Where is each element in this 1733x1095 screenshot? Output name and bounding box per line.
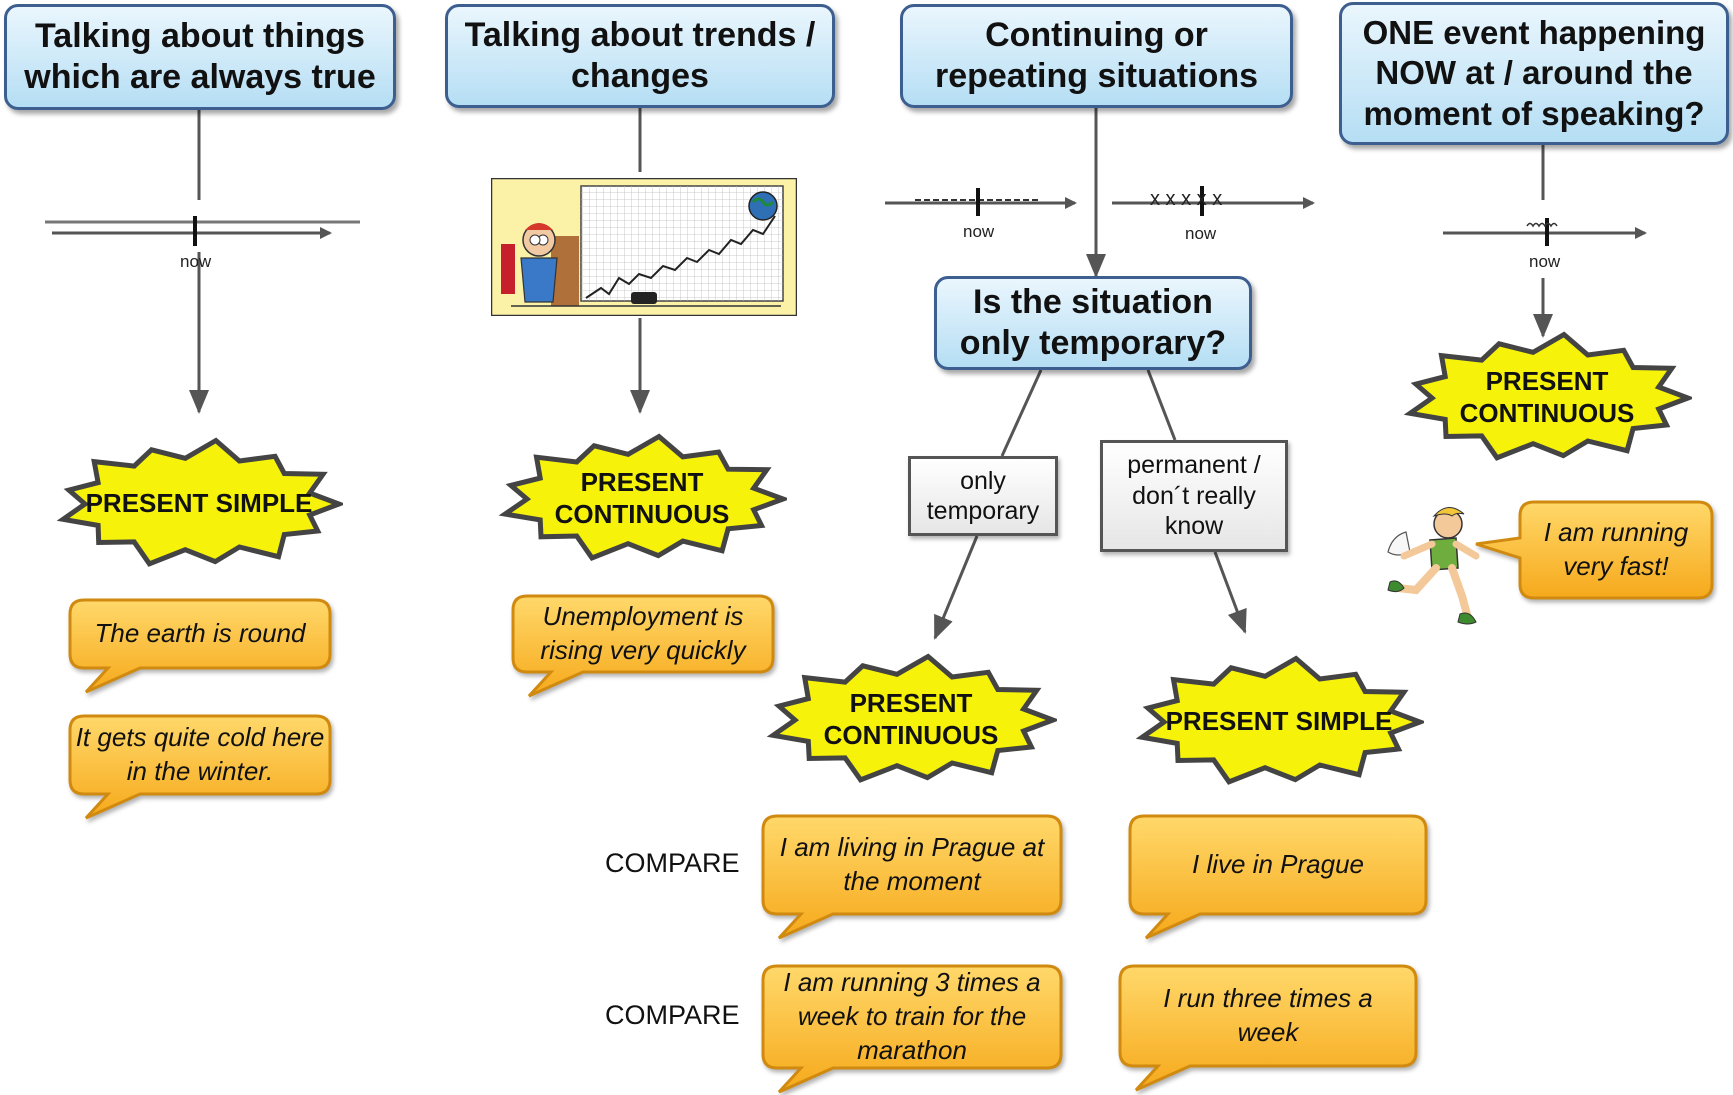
bubble-outline bbox=[68, 714, 332, 820]
header-always-true: Talking about things which are always tr… bbox=[4, 4, 396, 110]
runner-illustration bbox=[1387, 507, 1480, 625]
bubble-outline bbox=[761, 964, 1063, 1094]
bubble-outline bbox=[1475, 500, 1714, 600]
header-one-event: ONE event happening NOW at / around the … bbox=[1339, 2, 1729, 145]
bubble-shape bbox=[68, 598, 332, 694]
bubble-shape bbox=[1128, 814, 1428, 940]
example-text: It gets quite cold here in the winter. bbox=[75, 722, 325, 786]
example-bubble: The earth is round bbox=[68, 598, 332, 694]
burst-shape bbox=[1403, 331, 1692, 461]
bubble-outline bbox=[1118, 964, 1418, 1092]
connector-line bbox=[1000, 369, 1043, 457]
bubble-outline bbox=[761, 814, 1063, 940]
example-text: The earth is round bbox=[94, 618, 306, 649]
trend-chart-illustration bbox=[491, 178, 797, 316]
example-bubble: I am running very fast! bbox=[1475, 500, 1714, 600]
example-text: Unemployment is rising very quickly bbox=[540, 601, 746, 665]
bubble-shape bbox=[511, 594, 775, 698]
connector-line bbox=[1146, 369, 1177, 441]
compare-label: COMPARE bbox=[605, 848, 740, 878]
tense-burst: PRESENT CONTINUOUS bbox=[497, 432, 787, 566]
bubble-shape bbox=[1475, 500, 1714, 600]
example-text: I live in Prague bbox=[1192, 849, 1364, 880]
tense-label: PRESENT SIMPLE bbox=[1165, 706, 1393, 737]
timeline-repeat-marks: x x x x x bbox=[1150, 188, 1222, 210]
burst-shape bbox=[766, 653, 1057, 783]
example-bubble: I am running 3 times a week to train for… bbox=[761, 964, 1063, 1094]
timeline-now-label: now bbox=[1529, 252, 1561, 271]
connector-arrow bbox=[1213, 551, 1247, 634]
bubble-shape bbox=[761, 814, 1063, 940]
tense-burst: PRESENT CONTINUOUS bbox=[1402, 330, 1692, 466]
bubble-shape bbox=[1118, 964, 1418, 1092]
example-bubble: I live in Prague bbox=[1128, 814, 1428, 940]
bubble-shape bbox=[68, 714, 332, 820]
tense-label: PRESENT CONTINUOUS bbox=[554, 467, 730, 529]
burst-shape bbox=[498, 433, 787, 561]
bubble-shape bbox=[761, 964, 1063, 1094]
tense-label: PRESENT SIMPLE bbox=[85, 488, 313, 519]
compare-label: COMPARE bbox=[605, 1000, 740, 1030]
bubble-outline bbox=[68, 598, 332, 694]
timeline-now-label: now bbox=[963, 222, 995, 241]
example-bubble: I run three times a week bbox=[1118, 964, 1418, 1092]
option-only-temporary: only temporary bbox=[908, 456, 1058, 536]
tense-burst: PRESENT SIMPLE bbox=[55, 436, 343, 572]
connector-arrow bbox=[933, 535, 979, 640]
example-bubble: Unemployment is rising very quickly bbox=[511, 594, 775, 698]
example-text: I run three times a week bbox=[1163, 983, 1373, 1047]
burst-shape bbox=[1135, 655, 1424, 785]
example-bubble: It gets quite cold here in the winter. bbox=[68, 714, 332, 820]
timeline-now-label: now bbox=[180, 252, 212, 271]
option-permanent: permanent / don´t really know bbox=[1100, 440, 1288, 552]
example-bubble: I am living in Prague at the moment bbox=[761, 814, 1063, 940]
example-text: I am running very fast! bbox=[1543, 517, 1689, 581]
tense-label: PRESENT CONTINUOUS bbox=[1459, 366, 1635, 428]
header-trends: Talking about trends / changes bbox=[445, 4, 835, 108]
timeline-now-label: now bbox=[1185, 224, 1217, 243]
bubble-outline bbox=[511, 594, 775, 698]
header-continuing: Continuing or repeating situations bbox=[900, 4, 1293, 108]
tense-label: PRESENT CONTINUOUS bbox=[823, 688, 999, 750]
bubble-outline bbox=[1128, 814, 1428, 940]
tense-burst: PRESENT CONTINUOUS bbox=[765, 652, 1057, 788]
example-text: I am running 3 times a week to train for… bbox=[783, 967, 1041, 1065]
question-box: Is the situation only temporary? bbox=[934, 276, 1252, 370]
burst-shape bbox=[56, 437, 343, 567]
tense-burst: PRESENT SIMPLE bbox=[1134, 654, 1424, 790]
timeline-wave bbox=[1526, 222, 1558, 228]
example-text: I am living in Prague at the moment bbox=[779, 832, 1045, 896]
